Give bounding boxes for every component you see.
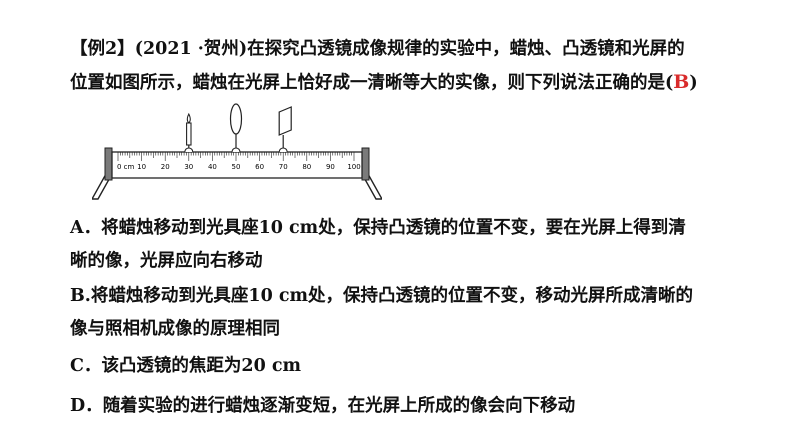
example-tag: 【例2】 [70, 39, 135, 59]
question-text-2: 位置如图所示，蜡烛在光屏上恰好成一清晰等大的实像，则下列说法正确的是 [70, 73, 665, 93]
option-d-text: 随着实验的进行蜡烛逐渐变短，在光屏上所成的像会向下移动 [102, 396, 576, 416]
scale-label: 90 [326, 163, 335, 171]
option-a-text-1: 将蜡烛移动到光具座10 cm处，保持凸透镜的位置不变，要在光屏上得到清 [101, 218, 686, 238]
option-a-text-2: 晰的像，光屏应向右移动 [70, 251, 263, 271]
candle [184, 112, 194, 153]
screen-panel-icon [278, 106, 292, 136]
scale-label: 100 [347, 163, 360, 171]
option-c[interactable]: C．该凸透镜的焦距为20 cm [70, 350, 301, 383]
option-d[interactable]: D．随着实验的进行蜡烛逐渐变短，在光屏上所成的像会向下移动 [70, 390, 575, 423]
paren-close: ) [689, 73, 698, 93]
question-stem: 【例2】(2021 ·贺州)在探究凸透镜成像规律的实验中，蜡烛、凸透镜和光屏的 … [70, 33, 770, 100]
option-c-label: C． [70, 356, 102, 376]
question-line-2: 位置如图所示，蜡烛在光屏上恰好成一清晰等大的实像，则下列说法正确的是(B) [70, 66, 770, 100]
candle-flame-icon [186, 112, 191, 124]
right-end-post [361, 147, 370, 181]
light-screen [278, 106, 292, 153]
answer-bracket: (B) [665, 71, 698, 93]
scale-label: 30 [184, 163, 193, 171]
lens-icon [229, 103, 243, 135]
optical-bench-figure: 0 cm 10 20 30 40 50 60 70 80 90 100 [92, 103, 382, 200]
option-d-label: D． [70, 396, 103, 416]
option-a-label: A． [70, 218, 102, 238]
question-text-1: 在探究凸透镜成像规律的实验中，蜡烛、凸透镜和光屏的 [247, 39, 685, 59]
candle-holder [184, 147, 194, 153]
answer-letter: B [673, 71, 690, 93]
option-b-text-2: 像与照相机成像的原理相同 [70, 319, 280, 339]
scale-label: 70 [279, 163, 288, 171]
scale-label: 50 [232, 163, 241, 171]
screen-holder [278, 147, 288, 153]
scale-label: 40 [208, 163, 217, 171]
lens-holder [231, 147, 241, 153]
scale-label: 10 [137, 163, 146, 171]
option-b-text-1: 将蜡烛移动到光具座10 cm处，保持凸透镜的位置不变，移动光屏所成清晰的 [90, 286, 694, 306]
option-a[interactable]: A．将蜡烛移动到光具座10 cm处，保持凸透镜的位置不变，要在光屏上得到清 晰的… [70, 212, 686, 278]
option-b-label: B. [70, 286, 91, 306]
scale-label: 80 [302, 163, 311, 171]
convex-lens [229, 103, 243, 153]
question-source: (2021 ·贺州) [134, 39, 248, 59]
left-end-post [104, 147, 113, 181]
paren-open: ( [665, 73, 674, 93]
candle-body [186, 122, 192, 146]
scale-label: 0 cm [117, 163, 135, 171]
option-c-text: 该凸透镜的焦距为20 cm [101, 356, 302, 376]
scale-label: 60 [255, 163, 264, 171]
scale-labels: 0 cm 10 20 30 40 50 60 70 80 90 100 [117, 163, 361, 171]
scale-ticks [117, 152, 355, 161]
scale-label: 20 [161, 163, 170, 171]
option-b[interactable]: B.将蜡烛移动到光具座10 cm处，保持凸透镜的位置不变，移动光屏所成清晰的 像… [70, 280, 693, 346]
question-line-1: 【例2】(2021 ·贺州)在探究凸透镜成像规律的实验中，蜡烛、凸透镜和光屏的 [70, 33, 770, 66]
